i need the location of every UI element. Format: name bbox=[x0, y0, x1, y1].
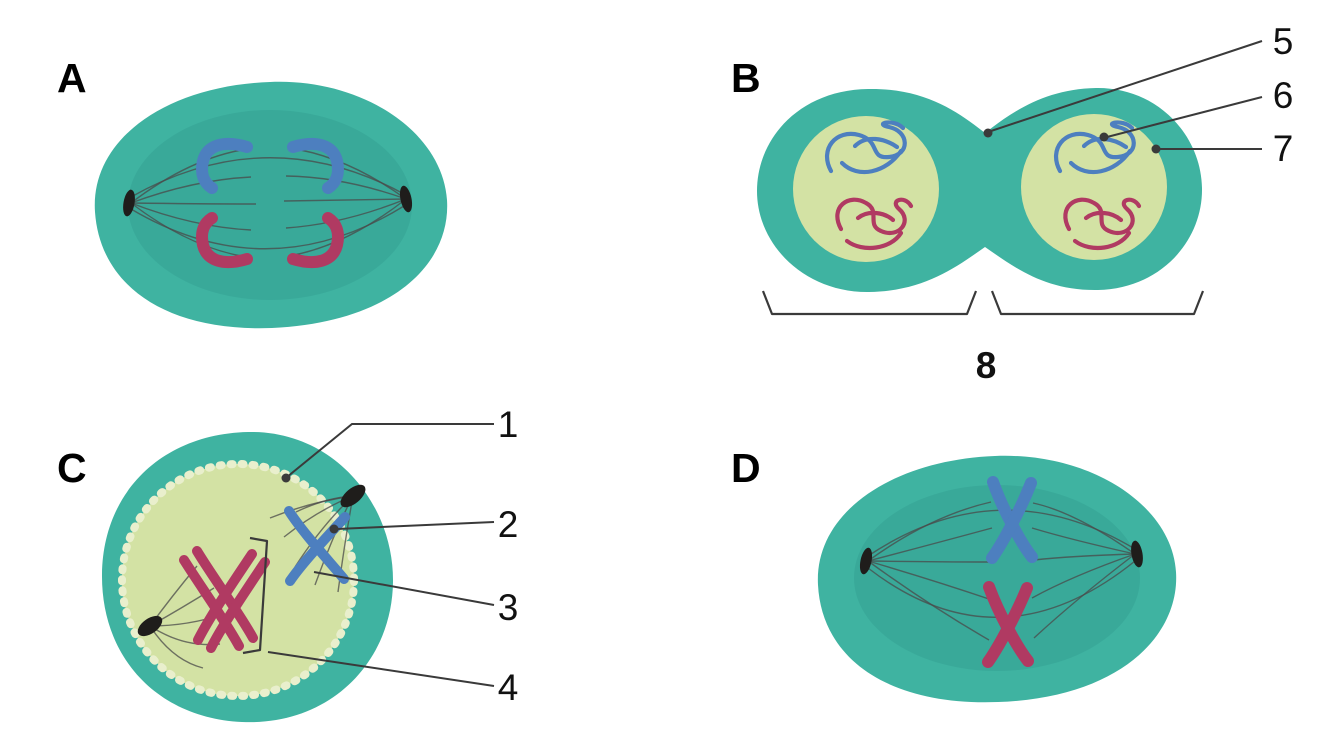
centrosome bbox=[340, 484, 366, 508]
callout-line-4 bbox=[267, 651, 495, 687]
spindle-fiber bbox=[867, 527, 993, 562]
callout-dot-1 bbox=[281, 473, 291, 483]
spindle-pole bbox=[859, 547, 873, 575]
spindle-fiber bbox=[867, 560, 990, 641]
spindle-fiber bbox=[130, 148, 248, 204]
callout-line-2 bbox=[336, 521, 495, 530]
spindle-pole bbox=[399, 185, 413, 213]
callout-line-1 bbox=[286, 423, 494, 478]
chromosome-blue bbox=[287, 137, 344, 194]
spindle-fiber bbox=[1033, 553, 1136, 561]
panel-b: B 5 6 7 8 bbox=[731, 21, 1293, 386]
panel-a: A bbox=[57, 55, 448, 329]
panel-d-label: D bbox=[731, 445, 761, 491]
chromatin-blue bbox=[824, 120, 907, 174]
spindle-fiber bbox=[1033, 553, 1136, 639]
callout-8: 8 bbox=[976, 345, 997, 386]
chromosome-red-chromatid bbox=[179, 555, 244, 651]
chromatin-red bbox=[835, 197, 914, 250]
callout-dot-5 bbox=[983, 128, 993, 138]
chromosome-red bbox=[982, 582, 1033, 668]
callout-3: 3 bbox=[498, 587, 519, 628]
spindle-region bbox=[128, 110, 412, 300]
callout-dot-6 bbox=[1099, 132, 1109, 142]
spindle-fiber bbox=[867, 560, 993, 601]
callout-4: 4 bbox=[498, 667, 519, 708]
spindle-fiber bbox=[285, 198, 407, 229]
callout-dot-7 bbox=[1151, 144, 1161, 154]
spindle-fiber bbox=[1032, 502, 1136, 555]
sister-chromatids-bracket bbox=[242, 536, 269, 655]
spindle-fiber bbox=[130, 202, 257, 205]
centrosome bbox=[137, 615, 163, 637]
spindle-fibers bbox=[130, 147, 407, 258]
daughter-cells-bracket-left bbox=[761, 290, 978, 316]
spindle-fiber bbox=[288, 198, 407, 257]
chromosome-red bbox=[196, 212, 253, 269]
panel-b-label: B bbox=[731, 55, 761, 101]
spindle-fiber bbox=[130, 202, 248, 258]
callout-line-6 bbox=[1106, 96, 1263, 138]
spindle-pole bbox=[123, 189, 135, 217]
callout-line-5 bbox=[990, 40, 1263, 132]
spindle-fiber bbox=[867, 560, 991, 563]
chromosome-red-chromatid bbox=[193, 549, 257, 645]
daughter-cells-bracket-right bbox=[990, 290, 1205, 316]
spindle-fiber bbox=[285, 175, 407, 200]
panel-d: D bbox=[731, 445, 1177, 703]
spindle-fiber bbox=[130, 176, 252, 204]
callout-line-3 bbox=[313, 571, 495, 606]
callout-1: 1 bbox=[498, 404, 519, 445]
panel-a-label: A bbox=[57, 55, 87, 101]
panel-c: C 1 2 3 bbox=[57, 404, 519, 723]
spindle-pole bbox=[1131, 540, 1143, 568]
spindle-fiber bbox=[130, 202, 252, 231]
chromosome-blue bbox=[986, 477, 1037, 564]
chromosome-blue bbox=[285, 512, 350, 586]
callout-5: 5 bbox=[1273, 21, 1294, 62]
spindle-region bbox=[854, 485, 1140, 671]
chromatin-red bbox=[1063, 197, 1142, 250]
spindle-fiber bbox=[867, 501, 992, 562]
spindle-fiber bbox=[283, 198, 407, 202]
callout-dot-2 bbox=[329, 524, 339, 534]
spindle-fiber bbox=[1031, 553, 1136, 599]
callout-7: 7 bbox=[1273, 128, 1294, 169]
chromosome-blue bbox=[196, 137, 253, 194]
callout-6: 6 bbox=[1273, 75, 1294, 116]
chromosome-red-chromatid bbox=[206, 557, 270, 653]
callout-2: 2 bbox=[498, 504, 519, 545]
chromosome-red bbox=[287, 212, 344, 269]
panel-c-label: C bbox=[57, 445, 87, 491]
spindle-fiber bbox=[1031, 527, 1136, 555]
